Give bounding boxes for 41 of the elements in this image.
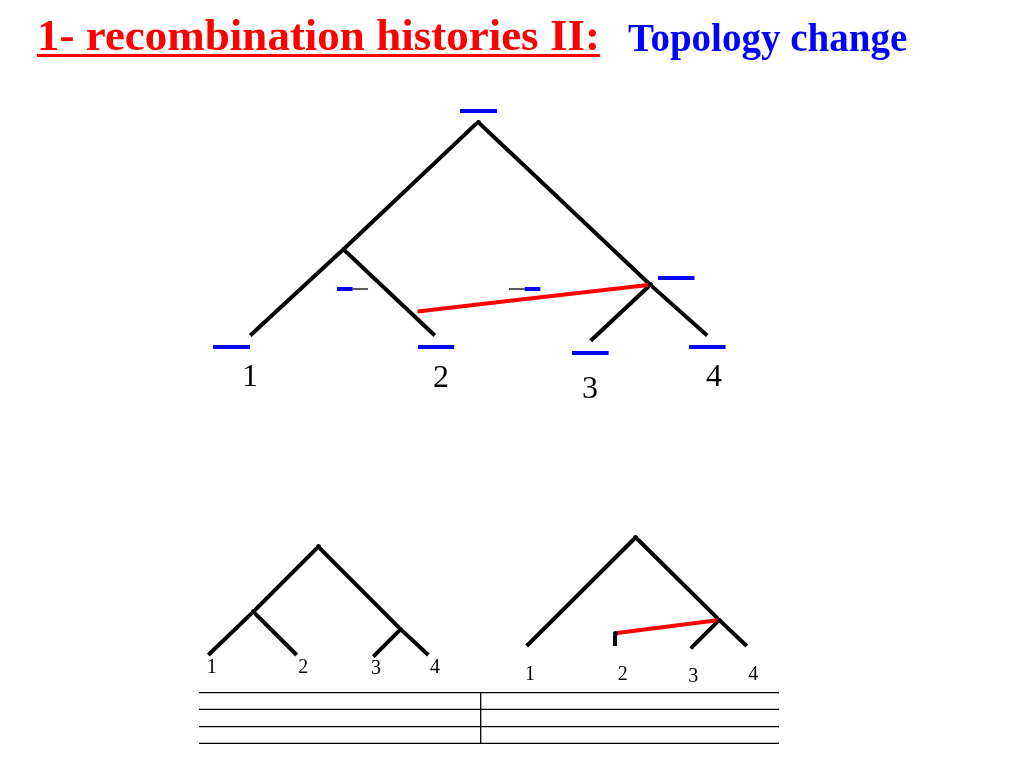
recombination-line	[417, 283, 649, 314]
leaf-label: 4	[748, 662, 759, 683]
leaf-label: 2	[433, 360, 449, 392]
tree-branch	[253, 611, 299, 657]
branch-point	[633, 534, 639, 540]
branch-point	[250, 609, 256, 615]
tree-branch	[343, 121, 478, 250]
leaf-label: 3	[582, 370, 598, 403]
branch-point	[612, 630, 618, 636]
tree-branch	[719, 619, 749, 648]
tree-branch	[318, 546, 401, 630]
slide-title: 1- recombination histories II:	[37, 13, 600, 58]
recombination-line	[616, 618, 718, 636]
branch-point	[315, 544, 321, 550]
leaf-label: 4	[430, 655, 440, 676]
leaf-label: 2	[617, 662, 628, 683]
leaf-label: 4	[706, 358, 722, 391]
branch-point	[716, 617, 722, 623]
leaf-label: 2	[298, 655, 309, 676]
branch-point	[475, 119, 481, 125]
tree-branch	[650, 284, 709, 337]
tree-branch	[525, 537, 636, 648]
tree-branch	[206, 611, 254, 657]
tree-branch	[613, 635, 617, 646]
branch-point	[647, 282, 653, 288]
tree-branch	[635, 537, 720, 620]
leaf-label: 3	[371, 657, 381, 678]
leaf-label: 3	[688, 665, 699, 685]
leaf-label: 1	[242, 358, 258, 391]
tree-branch	[478, 121, 651, 285]
tree-branch	[248, 249, 344, 337]
tree-branch	[253, 546, 319, 612]
tree-branch	[689, 620, 720, 650]
tree-branch	[371, 629, 401, 659]
tree-branch	[343, 249, 437, 337]
leaf-label: 1	[525, 662, 535, 683]
branch-point	[398, 626, 404, 632]
tree-branch	[400, 629, 430, 657]
tree-branch	[589, 284, 651, 343]
branch-point	[340, 246, 346, 252]
leaf-label: 1	[206, 655, 217, 676]
